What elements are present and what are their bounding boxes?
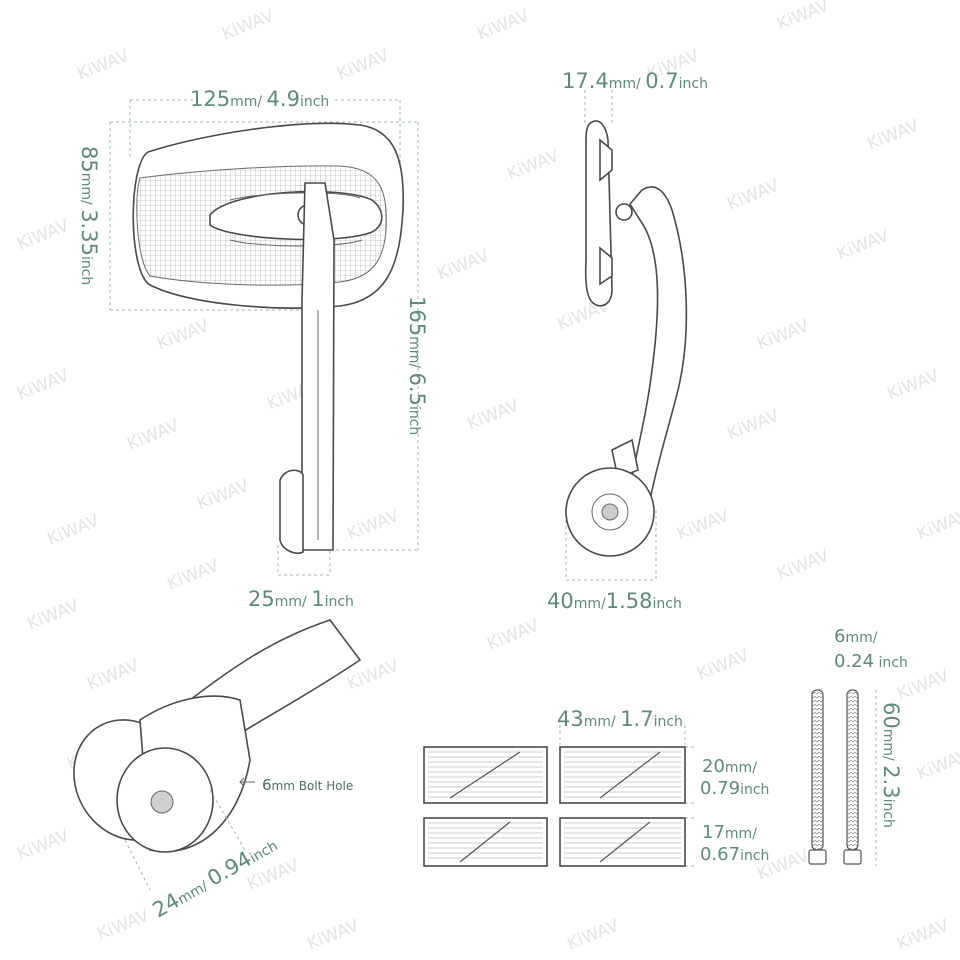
ball-joint [615,203,633,221]
bolt-diameter-label: 6mm/ 0.24 inch [834,626,908,672]
watermark: KiWAV [24,596,82,635]
watermark: KiWAV [84,656,142,695]
side-view [565,90,688,581]
spacer-small [423,817,548,867]
watermark: KiWAV [894,916,952,955]
spacer-small-label: 17mm/ 0.67inch [700,822,769,865]
watermark: KiWAV [464,396,522,435]
watermark: KiWAV [864,116,922,155]
mirror-height-label: 85mm/ 3.35inch [77,146,101,285]
watermark: KiWAV [834,226,892,265]
base-closeup-view [73,619,362,891]
watermark: KiWAV [14,366,72,405]
mirror-width-label: 125mm/ 4.9inch [190,87,329,111]
watermark: KiWAV [724,406,782,445]
watermark: KiWAV [74,46,132,85]
watermark: KiWAV [914,746,960,785]
front-view [109,99,419,576]
watermark: KiWAV [884,366,942,405]
watermark: KiWAV [724,176,782,215]
watermark: KiWAV [154,316,212,355]
bolt-hole-label: 6mm Bolt Hole [262,776,353,794]
mirror-thickness-label: 17.4mm/ 0.7inch [562,69,708,93]
watermark: KiWAV [774,0,832,35]
side-arm [627,186,688,501]
watermark: KiWAV [504,146,562,185]
spacer-small [559,817,686,867]
watermark: KiWAV [304,916,362,955]
total-length-label: 165mm/ 6.5inch [405,296,429,435]
watermark: KiWAV [914,506,960,545]
watermark: KiWAV [694,646,752,685]
spacer-length-label: 43mm/ 1.7inch [557,707,683,731]
bolt-hole [150,790,174,814]
watermark: KiWAV [124,416,182,455]
watermark: KiWAV [344,506,402,545]
watermark: KiWAV [334,46,392,85]
end-cap [279,469,304,555]
bolt-length-label: 60mm/ 2.3inch [879,702,903,828]
watermark: KiWAV [14,826,72,865]
watermark: KiWAV [434,246,492,285]
spacer-large [559,746,686,804]
arm-width-label: 25mm/ 1inch [248,587,354,611]
watermark: KiWAV [194,476,252,515]
watermark: KiWAV [94,906,152,945]
watermark: KiWAV [754,316,812,355]
watermark: KiWAV [484,616,542,655]
watermark: KiWAV [674,506,732,545]
bolt [843,689,862,865]
base-width-label: 40mm/1.58inch [547,589,682,613]
spacer-large [423,746,548,804]
watermark: KiWAV [474,6,532,45]
bolt [808,689,827,865]
watermark: KiWAV [774,546,832,585]
watermark: KiWAV [894,666,952,705]
watermark: KiWAV [564,916,622,955]
spacer-large-label: 20mm/ 0.79inch [700,756,769,799]
watermark: KiWAV [44,511,102,550]
watermark: KiWAV [219,6,277,45]
watermark: KiWAV [164,556,222,595]
watermark: KiWAV [14,216,72,255]
bolts-view [808,689,877,866]
spacers-view [423,725,695,867]
